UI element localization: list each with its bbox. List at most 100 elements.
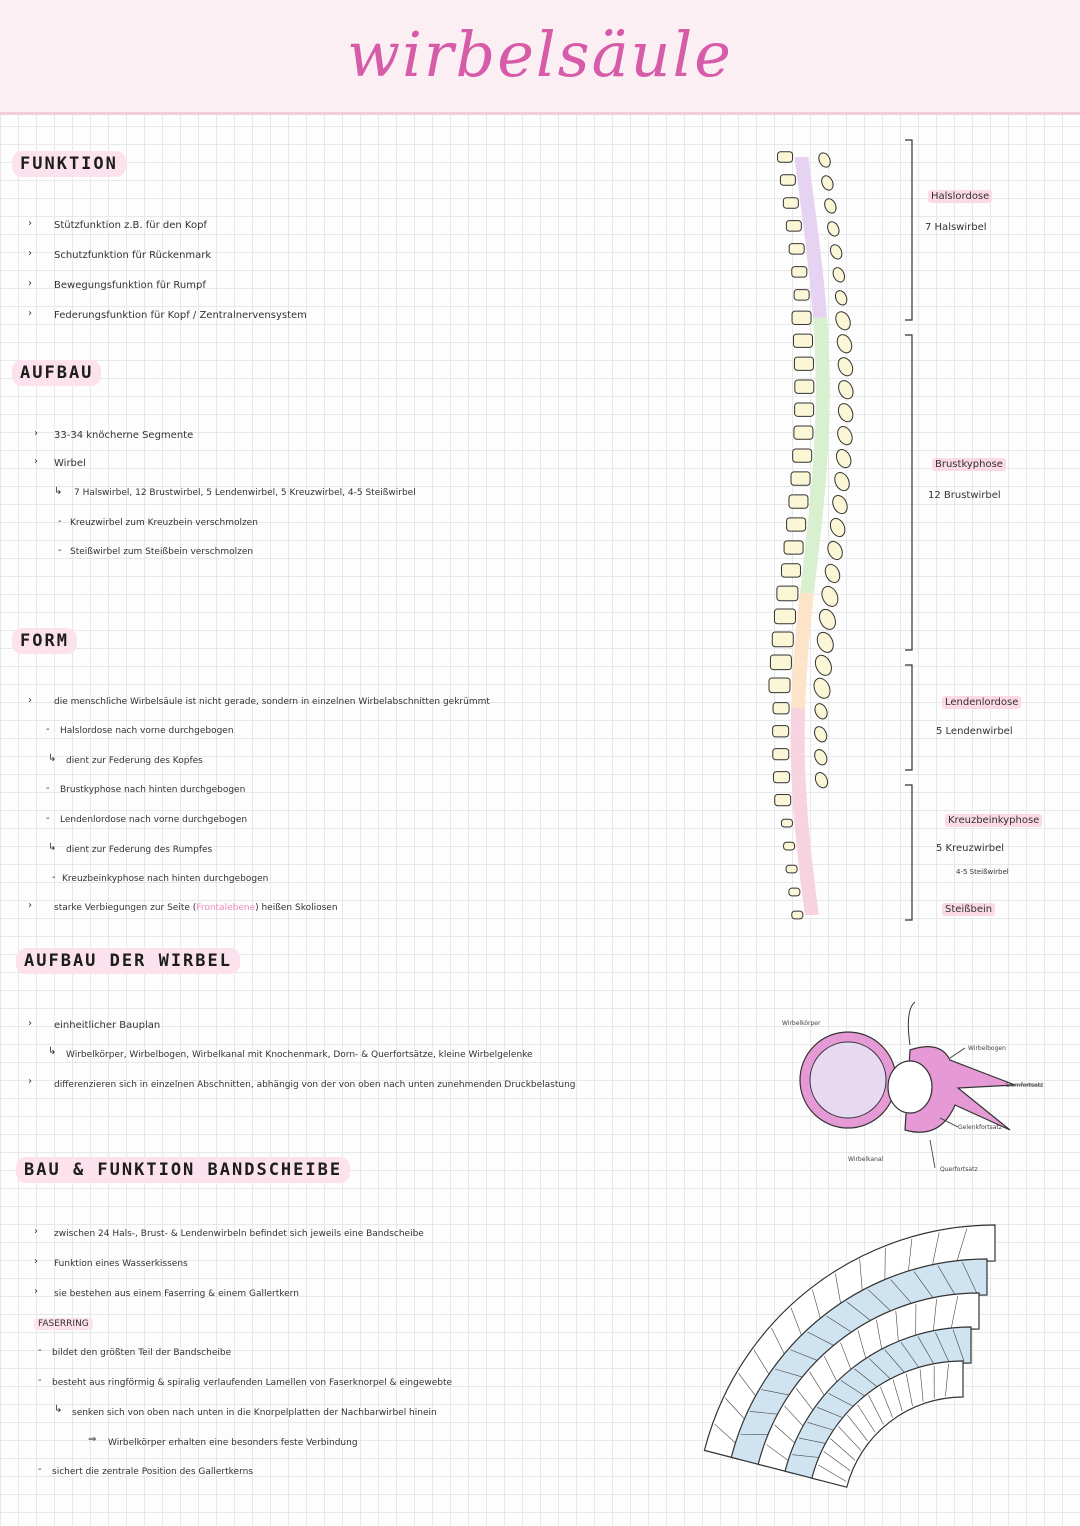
label-querfortsatz: Querfortsatz <box>940 1166 978 1173</box>
wirbel-item: einheitlicher Bauplan <box>54 1020 161 1031</box>
spine-label-brust: Brustkyphose <box>932 458 1006 471</box>
disc-fiber-line <box>840 1380 869 1399</box>
spinous-process-shape <box>829 517 846 538</box>
disc-fiber-line <box>932 1298 937 1333</box>
sub-arrow-icon: ↳ <box>48 842 57 853</box>
spinous-process-shape <box>824 198 837 214</box>
bullet-arrow-icon: › <box>28 1076 32 1087</box>
bullet-arrow-icon: › <box>28 695 32 706</box>
bullet-arrow-icon: › <box>34 1226 38 1237</box>
spine-canal-segment <box>812 455 828 479</box>
spine-label-steiss: Steißbein <box>942 903 996 916</box>
spinous-process-shape <box>816 631 834 653</box>
sub-arrow-icon: ↳ <box>48 753 57 764</box>
spine-canal-segment <box>796 846 814 870</box>
vertebra-body-shape <box>791 266 808 278</box>
bullet-arrow-icon: › <box>34 1286 38 1297</box>
vertebra-diagram <box>799 1001 1042 1169</box>
spinous-process-shape <box>835 311 851 331</box>
form-item: Lendenlordose nach vorne durchgebogen <box>60 815 248 825</box>
disc-fiber-line <box>859 1259 863 1295</box>
spine-canal-segment <box>801 892 819 915</box>
disc-fiber-line <box>956 1228 968 1262</box>
disc-fiber-line <box>876 1319 883 1353</box>
spine-canal-segment <box>799 570 817 594</box>
spinous-process-shape <box>821 585 839 607</box>
spine-canal-segment <box>791 685 806 709</box>
spine-canal-segment <box>790 754 806 778</box>
bullet-arrow-icon: › <box>34 428 38 439</box>
bullet-arrow-icon: › <box>28 1018 32 1029</box>
bullet-arrow-icon: › <box>34 1256 38 1267</box>
spine-canal-segment <box>807 501 824 525</box>
vertebra-body-shape <box>773 608 796 625</box>
bullet-arrow-icon: › <box>28 248 32 259</box>
label-dornfortsatz: Dornfortsatz <box>1006 1082 1044 1089</box>
spine-canal-segment <box>790 731 805 755</box>
aufbau-item: Steißwirbel zum Steißbein verschmolzen <box>70 547 254 557</box>
disc-fiber-line <box>890 1279 914 1306</box>
disc-fiber-line <box>913 1271 935 1300</box>
spinous-process-shape <box>832 494 848 515</box>
bracket-hals <box>905 139 913 321</box>
vertebra-body-shape <box>772 702 790 715</box>
dash-icon: - <box>46 724 50 735</box>
sub-arrow-icon: ↳ <box>48 1046 57 1057</box>
spine-canal-segment <box>790 708 806 732</box>
disc-fiber-line <box>868 1358 894 1382</box>
spinous-process-shape <box>814 654 832 676</box>
spine-canal-segment <box>813 432 829 456</box>
dash-icon: - <box>52 872 56 883</box>
disc-fiber-line <box>917 1336 935 1366</box>
spine-canal-segment <box>814 409 830 433</box>
form-item: Brustkyphose nach hinten durchgebogen <box>60 785 246 795</box>
spinous-process-shape <box>827 540 843 561</box>
spine-canal-segment <box>795 616 812 640</box>
vertebra-body-shape <box>768 677 791 694</box>
vertebra-body-shape <box>792 333 813 348</box>
label-wirbelbogen: Wirbelbogen <box>968 1045 1006 1052</box>
disc-fiber-line <box>857 1330 868 1363</box>
faserring-item: besteht aus ringförmig & spiralig verlau… <box>52 1378 453 1388</box>
vertebra-body-shape <box>786 517 807 532</box>
vertebra-body-shape <box>788 494 809 509</box>
spine-canal-segment <box>813 317 829 341</box>
vertebra-body-shape <box>793 289 810 301</box>
spinous-process-shape <box>827 221 840 237</box>
spinous-process-shape <box>814 726 828 743</box>
dash-icon: - <box>58 516 62 527</box>
vertebra-body-shape <box>793 425 814 440</box>
vertebra-body-shape <box>792 448 813 463</box>
spine-count-kreuz: 5 Kreuzwirbel <box>936 843 1005 854</box>
spine-canal-segment <box>805 524 822 548</box>
vertebra-body-shape <box>777 151 794 163</box>
spinous-process-shape <box>834 472 850 492</box>
disc-fiber-line <box>868 1395 884 1425</box>
disc-fiber-line <box>812 1289 822 1324</box>
vertebra-body-shape <box>793 356 814 371</box>
disc-fiber-line <box>906 1373 913 1407</box>
faserring-item: sichert die zentrale Position des Galler… <box>52 1467 254 1477</box>
faserring-item: bildet den größten Teil der Bandscheibe <box>52 1348 232 1358</box>
spinous-process-shape <box>824 563 841 584</box>
spinous-process-shape <box>837 403 854 423</box>
dash-icon: - <box>38 1345 42 1356</box>
bullet-arrow-icon: › <box>28 218 32 229</box>
form-item: die menschliche Wirbelsäule ist nicht ge… <box>54 697 490 707</box>
disc-fiber-line <box>880 1386 893 1418</box>
aufbau-item: 7 Halswirbel, 12 Brustwirbel, 5 Lendenwi… <box>74 488 416 498</box>
spine-count-hals: 7 Halswirbel <box>925 222 987 233</box>
dash-icon: - <box>38 1464 42 1475</box>
disc-fiber-line <box>835 1273 842 1308</box>
spinous-process-shape <box>814 703 828 720</box>
disc-fiber-line <box>892 1379 903 1412</box>
disc-fiber-line <box>935 1332 950 1363</box>
funktion-item: Bewegungsfunktion für Rumpf <box>54 280 206 291</box>
vertebra-body-shape <box>791 310 812 325</box>
spine-label-lenden: Lendenlordose <box>942 696 1022 709</box>
spine-label-kreuz: Kreuzbeinkyphose <box>945 814 1043 827</box>
implies-arrow-icon: ⇒ <box>88 1434 97 1445</box>
disc-fiber-line <box>823 1451 851 1471</box>
funktion-item: Federungsfunktion für Kopf / Zentralnerv… <box>54 310 307 321</box>
vertebra-body-shape <box>780 818 793 828</box>
